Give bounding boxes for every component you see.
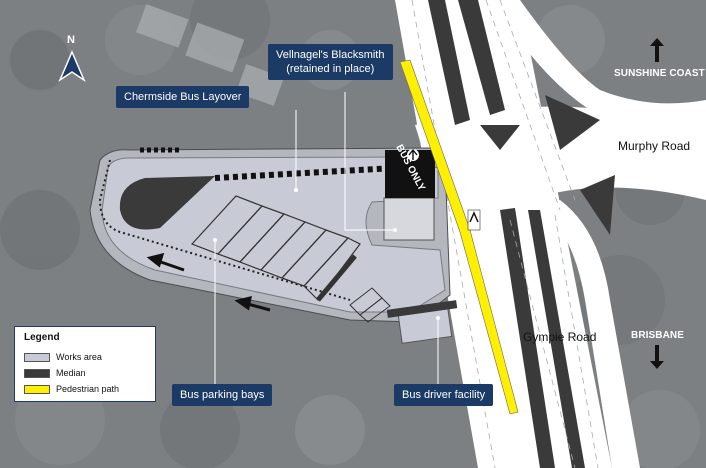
murphy-road-surface: [500, 106, 706, 200]
north-arrow-icon: [58, 50, 86, 83]
legend-label-works-area: Works area: [56, 352, 102, 362]
side-bays: [349, 287, 391, 323]
legend: Legend Works area Median Pedestrian path: [14, 326, 156, 402]
slip-road-north: [505, 0, 706, 124]
legend-label-pedestrian-path: Pedestrian path: [56, 384, 120, 394]
legend-item-works-area: Works area: [24, 351, 102, 363]
leader-endpoints: [213, 188, 440, 320]
layover-median: [119, 176, 215, 230]
bus-only-arrows: [407, 148, 419, 161]
parking-bay-kerb: [316, 254, 357, 302]
dotted-kerb: [98, 159, 351, 301]
travel-arrows: [146, 252, 271, 312]
road-label-gympie: Gympie Road: [523, 330, 597, 344]
traffic-arrows: [467, 209, 481, 231]
slip-road-south: [545, 200, 640, 468]
parking-bays: [190, 195, 361, 301]
direction-label-north: SUNSHINE COAST: [614, 68, 705, 79]
north-arrow: N: [58, 34, 86, 86]
legend-item-pedestrian-path: Pedestrian path: [24, 383, 119, 395]
direction-label-south: BRISBANE: [631, 330, 685, 341]
callout-blacksmith: Vellnagel's Blacksmith (retained in plac…: [268, 44, 393, 80]
callout-layover: Chermside Bus Layover: [116, 86, 250, 108]
aerial-buildings: [136, 4, 284, 106]
pedestrian-path: [399, 59, 519, 415]
callout-driver-facility: Bus driver facility: [394, 384, 494, 406]
legend-title: Legend: [24, 332, 60, 343]
road-label-murphy: Murphy Road: [618, 139, 691, 153]
north-label: N: [67, 34, 75, 46]
legend-item-median: Median: [24, 367, 86, 379]
leader-lines: [214, 92, 439, 384]
legend-swatch-median: [24, 368, 50, 378]
direction-arrows: [650, 38, 664, 369]
road-medians: [428, 0, 615, 468]
blacksmith-building: [383, 197, 435, 241]
callout-parking-bays: Bus parking bays: [172, 384, 273, 406]
legend-swatch-pedestrian-path: [24, 384, 50, 394]
legend-label-median: Median: [56, 368, 86, 378]
hatched-barrier: [214, 165, 396, 181]
legend-swatch-works-area: [24, 352, 50, 362]
driver-facility-canopy: [386, 300, 458, 318]
